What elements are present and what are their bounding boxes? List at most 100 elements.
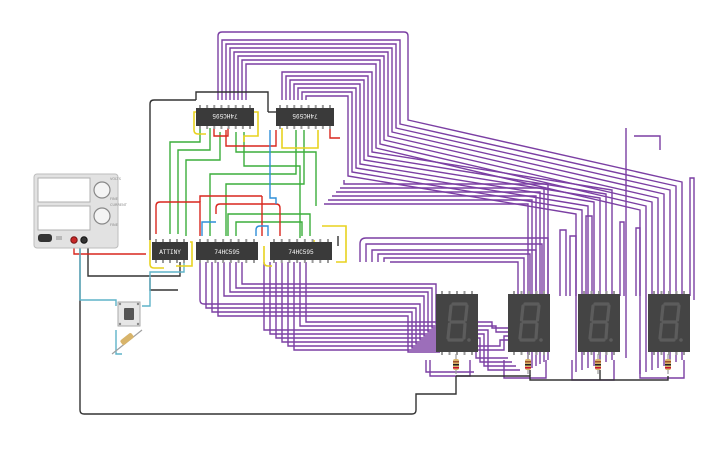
display-segment [518,322,524,340]
display-pin [448,291,451,294]
chip-pin [220,126,223,129]
display-pin [528,291,530,294]
chip-pin [327,239,329,242]
pulldown-resistor [111,329,143,355]
chip-pin [280,260,283,263]
chip-pin [234,105,237,108]
chip-pin [183,239,185,242]
chip-pin [199,126,201,129]
current-knob[interactable] [93,207,111,225]
chip-pin [311,260,314,263]
knob-label-current: CURRENT [110,203,128,207]
resistor-band [595,361,601,363]
display-decimal-point [467,338,471,342]
chip-pin [307,105,310,108]
display-pin [583,291,585,294]
display-segment [604,322,609,340]
green-wires [169,128,317,238]
display-pin [675,291,678,294]
negative-terminal[interactable] [80,236,88,244]
chip-pin [199,260,201,263]
chip-pin [288,260,291,263]
chip-pin [293,126,296,129]
chip-pin [234,126,237,129]
chip-pin [296,260,299,263]
chip-pin [245,239,248,242]
display-pin [605,352,608,355]
display-pin [520,291,523,294]
chip-pin [169,260,171,263]
chip-pin [314,126,317,129]
chip-label: 74HC595 [214,249,240,256]
chip-pin [300,126,303,129]
display-segment [658,322,664,340]
knob-label-current-fine: FINE [110,223,118,227]
chip-pin [169,239,171,242]
display-segment [447,304,453,322]
resistor-band [525,364,531,366]
shift-register-bottom-right: 74HC595 [270,242,332,260]
display-segment [534,322,539,340]
chip-pin [206,260,209,263]
chip-pin [206,105,209,108]
positive-terminal[interactable] [70,236,78,244]
display-pin [456,352,458,355]
chip-pin [286,105,289,108]
push-button[interactable] [117,301,141,327]
display-pin [668,291,670,294]
resistor-band [665,361,671,363]
display-pin [598,291,600,294]
chip-pin [253,260,255,263]
display-segment [519,304,525,322]
voltage-knob[interactable] [93,181,111,199]
chip-pin [311,239,314,242]
chip-pin [253,239,255,242]
display-segment [446,322,452,340]
shift-register-bottom-left: 74HC595 [196,242,258,260]
seven-segment-display-3 [578,291,620,374]
display-segment [605,304,611,322]
chip-pin [176,239,178,242]
display-pin [543,352,545,355]
chip-pin [155,260,157,263]
chip-pin [222,260,225,263]
display-pin [471,291,473,294]
data-wires [201,130,277,236]
voltage-display [37,177,91,203]
display-pin [660,352,663,355]
display-pin [520,352,523,355]
chip-pin [327,260,329,263]
chip-pin [303,260,306,263]
chip-pin [229,260,232,263]
display-pin [590,291,593,294]
chip-pin [319,260,322,263]
attiny-microcontroller: ATTINY [152,242,188,260]
display-pin [448,352,451,355]
ground-terminal [56,236,62,240]
display-pin [535,291,538,294]
button-wires [79,246,185,355]
chip-pin [300,105,303,108]
display-pin [471,352,473,355]
display-pin [683,352,685,355]
resistor-band [453,364,459,366]
chip-pin [162,260,164,263]
chip-pin [206,239,209,242]
seven-segment-display-1 [436,291,478,374]
display-segment [588,322,594,340]
display-pin [441,352,443,355]
display-pin [605,291,608,294]
display-pin [513,352,515,355]
resistor-band [453,367,459,369]
display-pin [583,352,585,355]
display-decimal-point [679,338,683,342]
display-segment [462,322,467,340]
resistor-band [665,364,671,366]
power-supply: VOLTS FINE CURRENT FINE [33,173,128,249]
display-pin [613,352,615,355]
power-switch[interactable] [38,234,52,242]
chip-pin [314,105,317,108]
chip-pin [176,260,178,263]
display-pin [463,291,466,294]
